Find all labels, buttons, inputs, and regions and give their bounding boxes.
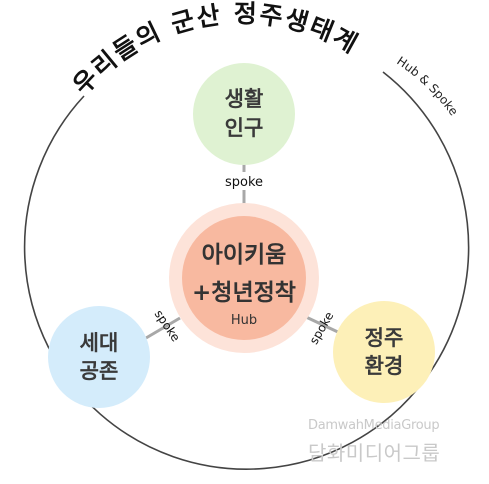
spoke-top-circle — [193, 63, 295, 165]
hub-sub-label: Hub — [231, 313, 257, 328]
spoke-left-line1: 세대 — [80, 331, 119, 355]
hub-label-line1: 아이키움 — [202, 242, 287, 268]
watermark-english: DamwahMediaGroup — [308, 418, 440, 433]
spoke-top-line1: 생활 — [225, 87, 264, 111]
hub-label-line2: +청년정착 — [192, 280, 296, 306]
spoke-left-line2: 공존 — [80, 359, 119, 383]
spoke-right-line2: 환경 — [365, 354, 404, 378]
connector-left — [145, 316, 181, 340]
model-label: Hub & Spoke — [394, 54, 460, 118]
spoke-right-circle — [333, 301, 435, 403]
connector-label-top-bg — [218, 172, 270, 190]
connector-label-top: spoke — [225, 175, 263, 190]
spoke-left-circle — [48, 306, 150, 408]
spoke-right-line1: 정주 — [365, 326, 404, 350]
spoke-top-line2: 인구 — [225, 116, 264, 140]
connector-right — [305, 315, 341, 335]
watermark-korean: 담화미디어그룹 — [308, 441, 441, 465]
outer-ring — [23, 71, 470, 470]
hub-inner-circle — [182, 216, 306, 340]
